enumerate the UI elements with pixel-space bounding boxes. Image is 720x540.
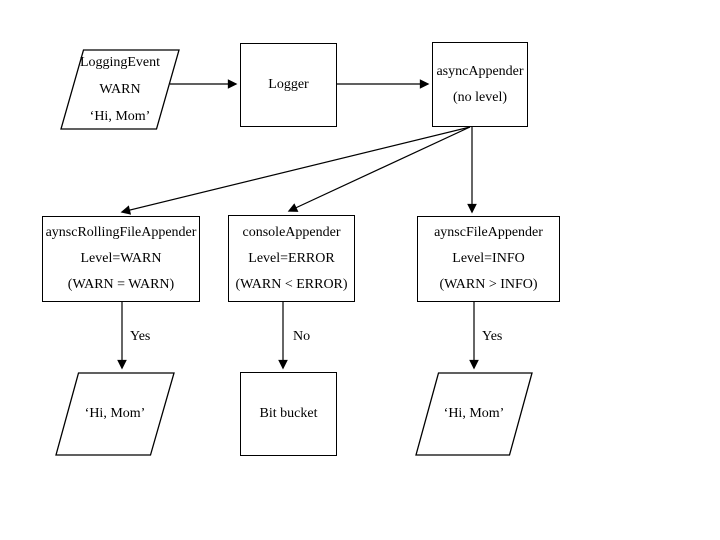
node-line: ‘Hi, Mom’ bbox=[443, 406, 505, 421]
node-line: Level=ERROR bbox=[248, 250, 335, 266]
node-line: (no level) bbox=[452, 89, 508, 105]
node-line: Bit bucket bbox=[259, 406, 318, 421]
node-rolling-file-appender: aynscRollingFileAppender Level=WARN (WAR… bbox=[42, 216, 200, 302]
node-line: ‘Hi, Mom’ bbox=[89, 109, 151, 124]
node-bit-bucket: Bit bucket bbox=[240, 372, 337, 456]
node-logging-event-text: LoggingEvent WARN ‘Hi, Mom’ bbox=[60, 49, 180, 130]
node-line: asyncAppender bbox=[436, 63, 524, 79]
node-line: aynscFileAppender bbox=[434, 225, 543, 240]
node-output-warn: ‘Hi, Mom’ bbox=[55, 372, 175, 456]
node-line: consoleAppender bbox=[242, 224, 341, 240]
parallelogram-shape bbox=[415, 372, 533, 456]
node-console-appender: consoleAppender Level=ERROR (WARN < ERRO… bbox=[228, 215, 355, 302]
node-output-info: ‘Hi, Mom’ bbox=[415, 372, 533, 456]
node-logger-text: Logger bbox=[241, 44, 336, 126]
node-line: Level=INFO bbox=[452, 251, 525, 266]
node-output-info-text: ‘Hi, Mom’ bbox=[415, 372, 533, 456]
node-file-appender: aynscFileAppender Level=INFO (WARN > INF… bbox=[417, 216, 560, 302]
node-async-appender: asyncAppender (no level) bbox=[432, 42, 528, 127]
node-line: (WARN < ERROR) bbox=[235, 276, 348, 292]
node-line: aynscRollingFileAppender bbox=[45, 225, 197, 240]
node-line: (WARN > INFO) bbox=[439, 277, 538, 292]
node-output-warn-text: ‘Hi, Mom’ bbox=[55, 372, 175, 456]
node-line: WARN bbox=[99, 82, 141, 97]
edge-asyncappender-to-consoleappender bbox=[287, 126, 471, 212]
node-line: ‘Hi, Mom’ bbox=[84, 406, 146, 421]
edge-label-file-yes: Yes bbox=[482, 329, 503, 344]
parallelogram-shape bbox=[60, 49, 180, 130]
node-line: LoggingEvent bbox=[79, 55, 161, 70]
node-line: Logger bbox=[268, 77, 309, 92]
node-rolling-file-appender-text: aynscRollingFileAppender Level=WARN (WAR… bbox=[43, 217, 199, 301]
node-file-appender-text: aynscFileAppender Level=INFO (WARN > INF… bbox=[418, 217, 559, 301]
node-logging-event: LoggingEvent WARN ‘Hi, Mom’ bbox=[60, 49, 180, 130]
edge-label-console-no: No bbox=[293, 329, 311, 344]
node-console-appender-text: consoleAppender Level=ERROR (WARN < ERRO… bbox=[229, 216, 354, 301]
node-async-appender-text: asyncAppender (no level) bbox=[433, 43, 527, 126]
edge-label-rolling-yes: Yes bbox=[130, 329, 151, 344]
node-line: Level=WARN bbox=[80, 251, 162, 266]
node-bit-bucket-text: Bit bucket bbox=[241, 373, 336, 455]
parallelogram-shape bbox=[55, 372, 175, 456]
edge-asyncappender-to-rollingfileappender bbox=[120, 126, 471, 215]
node-line: (WARN = WARN) bbox=[67, 277, 175, 292]
node-logger: Logger bbox=[240, 43, 337, 127]
